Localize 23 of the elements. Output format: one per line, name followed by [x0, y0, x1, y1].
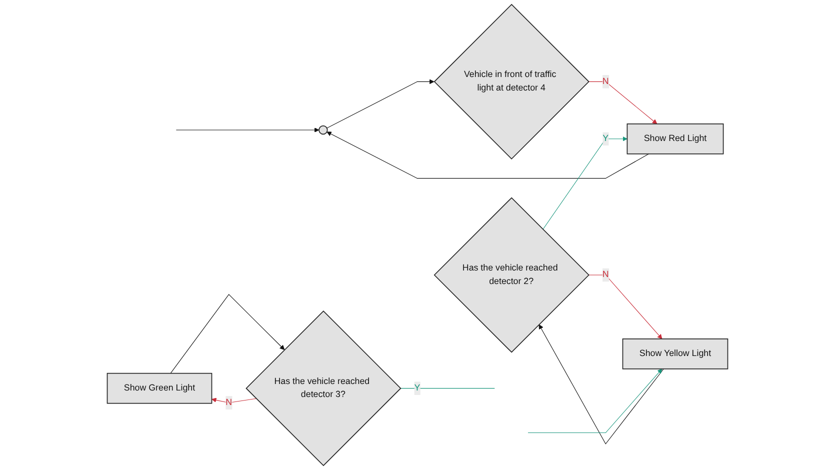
edge-label: Y	[414, 383, 420, 393]
node-diamond: Has the vehicle reached detector 2?	[434, 197, 590, 353]
arrow	[212, 398, 256, 404]
node-box: Show Yellow Light	[622, 338, 728, 370]
node-circle	[318, 125, 328, 135]
arrow	[326, 132, 650, 179]
edge-label: N	[226, 398, 232, 408]
node-box: Show Green Light	[106, 372, 212, 404]
node-box: Show Red Light	[626, 123, 724, 154]
edge-label: N	[602, 270, 609, 280]
arrow	[542, 136, 628, 230]
edge-label: N	[602, 76, 609, 86]
arrow	[588, 274, 662, 340]
arrow	[326, 79, 434, 128]
node-diamond: Vehicle in front of traffic light at detector 4	[434, 4, 590, 160]
arrow	[170, 294, 285, 374]
arrow	[528, 368, 662, 434]
edge-label: Y	[602, 134, 609, 144]
arrow	[588, 81, 658, 124]
node-diamond: Has the vehicle reached detector 3?	[246, 310, 402, 466]
connector	[400, 388, 495, 389]
arrow	[538, 324, 664, 444]
arrow	[176, 128, 320, 132]
